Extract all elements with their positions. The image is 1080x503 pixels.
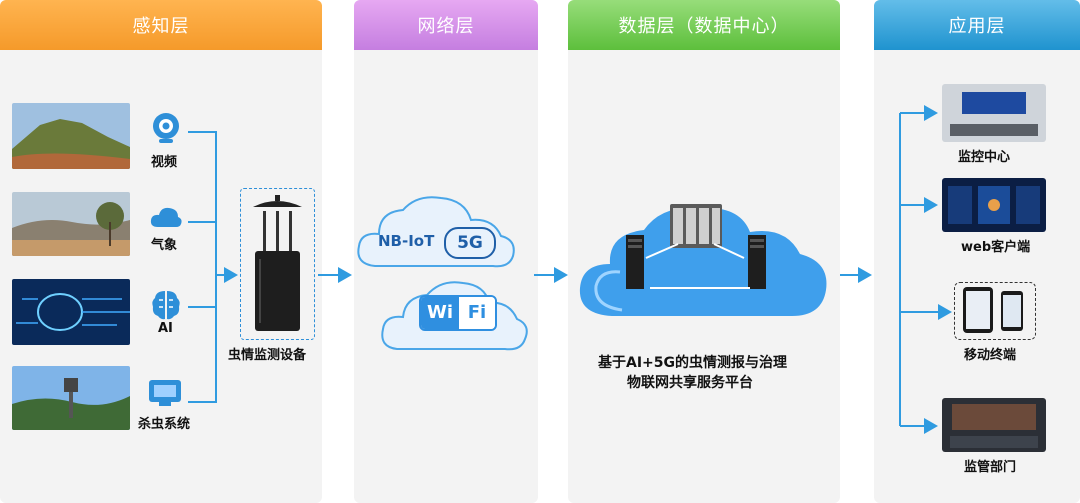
server-rack-icon — [670, 204, 722, 248]
device-label: 虫情监测设备 — [228, 348, 307, 363]
pest-monitoring-device — [240, 188, 315, 340]
app-label-web-client: web客户端 — [961, 240, 1031, 255]
network-layer-title: 网络层 — [354, 0, 538, 50]
perception-label-ai: AI — [158, 321, 173, 336]
regulatory-department-image — [942, 398, 1046, 452]
perception-layer-title: 感知层 — [0, 0, 322, 50]
weather-photo — [12, 192, 130, 256]
datacenter-caption-line2: 物联网共享服务平台 — [627, 375, 753, 391]
server-tower-icon — [626, 235, 644, 289]
nbiot-label: NB-IoT — [378, 232, 435, 250]
camera-icon — [153, 113, 179, 143]
insecticide-system-icon — [149, 380, 181, 406]
app-label-regulatory-department: 监管部门 — [964, 460, 1017, 475]
perception-label-insecticide: 杀虫系统 — [138, 417, 191, 432]
fiveg-badge: 5G — [444, 227, 496, 259]
wifi-label-wi: Wi — [421, 297, 459, 329]
insecticide-photo — [12, 366, 130, 430]
ai-brain-icon — [152, 291, 180, 320]
fiveg-label: 5G — [457, 233, 483, 253]
nbiot-5g-cloud — [357, 196, 515, 268]
application-layer-title: 应用层 — [874, 0, 1080, 50]
web-client-image — [942, 178, 1046, 232]
perception-label-weather: 气象 — [151, 238, 178, 253]
wifi-label-fi: Fi — [459, 297, 495, 329]
ai-brain-photo — [12, 279, 130, 345]
perception-label-video: 视频 — [151, 155, 178, 170]
wifi-badge: Wi Fi — [419, 295, 497, 331]
mobile-terminal-frame — [954, 282, 1036, 340]
weather-cloud-icon — [150, 207, 182, 227]
app-label-monitoring-center: 监控中心 — [958, 150, 1011, 165]
server-tower-icon — [748, 235, 766, 289]
server-link-lines — [645, 243, 750, 289]
mountain-photo — [12, 103, 130, 169]
data-layer-title: 数据层（数据中心） — [568, 0, 840, 50]
app-label-mobile-terminal: 移动终端 — [964, 348, 1017, 363]
datacenter-caption-line1: 基于AI+5G的虫情测报与治理 — [598, 355, 788, 371]
monitoring-center-image — [942, 84, 1046, 142]
